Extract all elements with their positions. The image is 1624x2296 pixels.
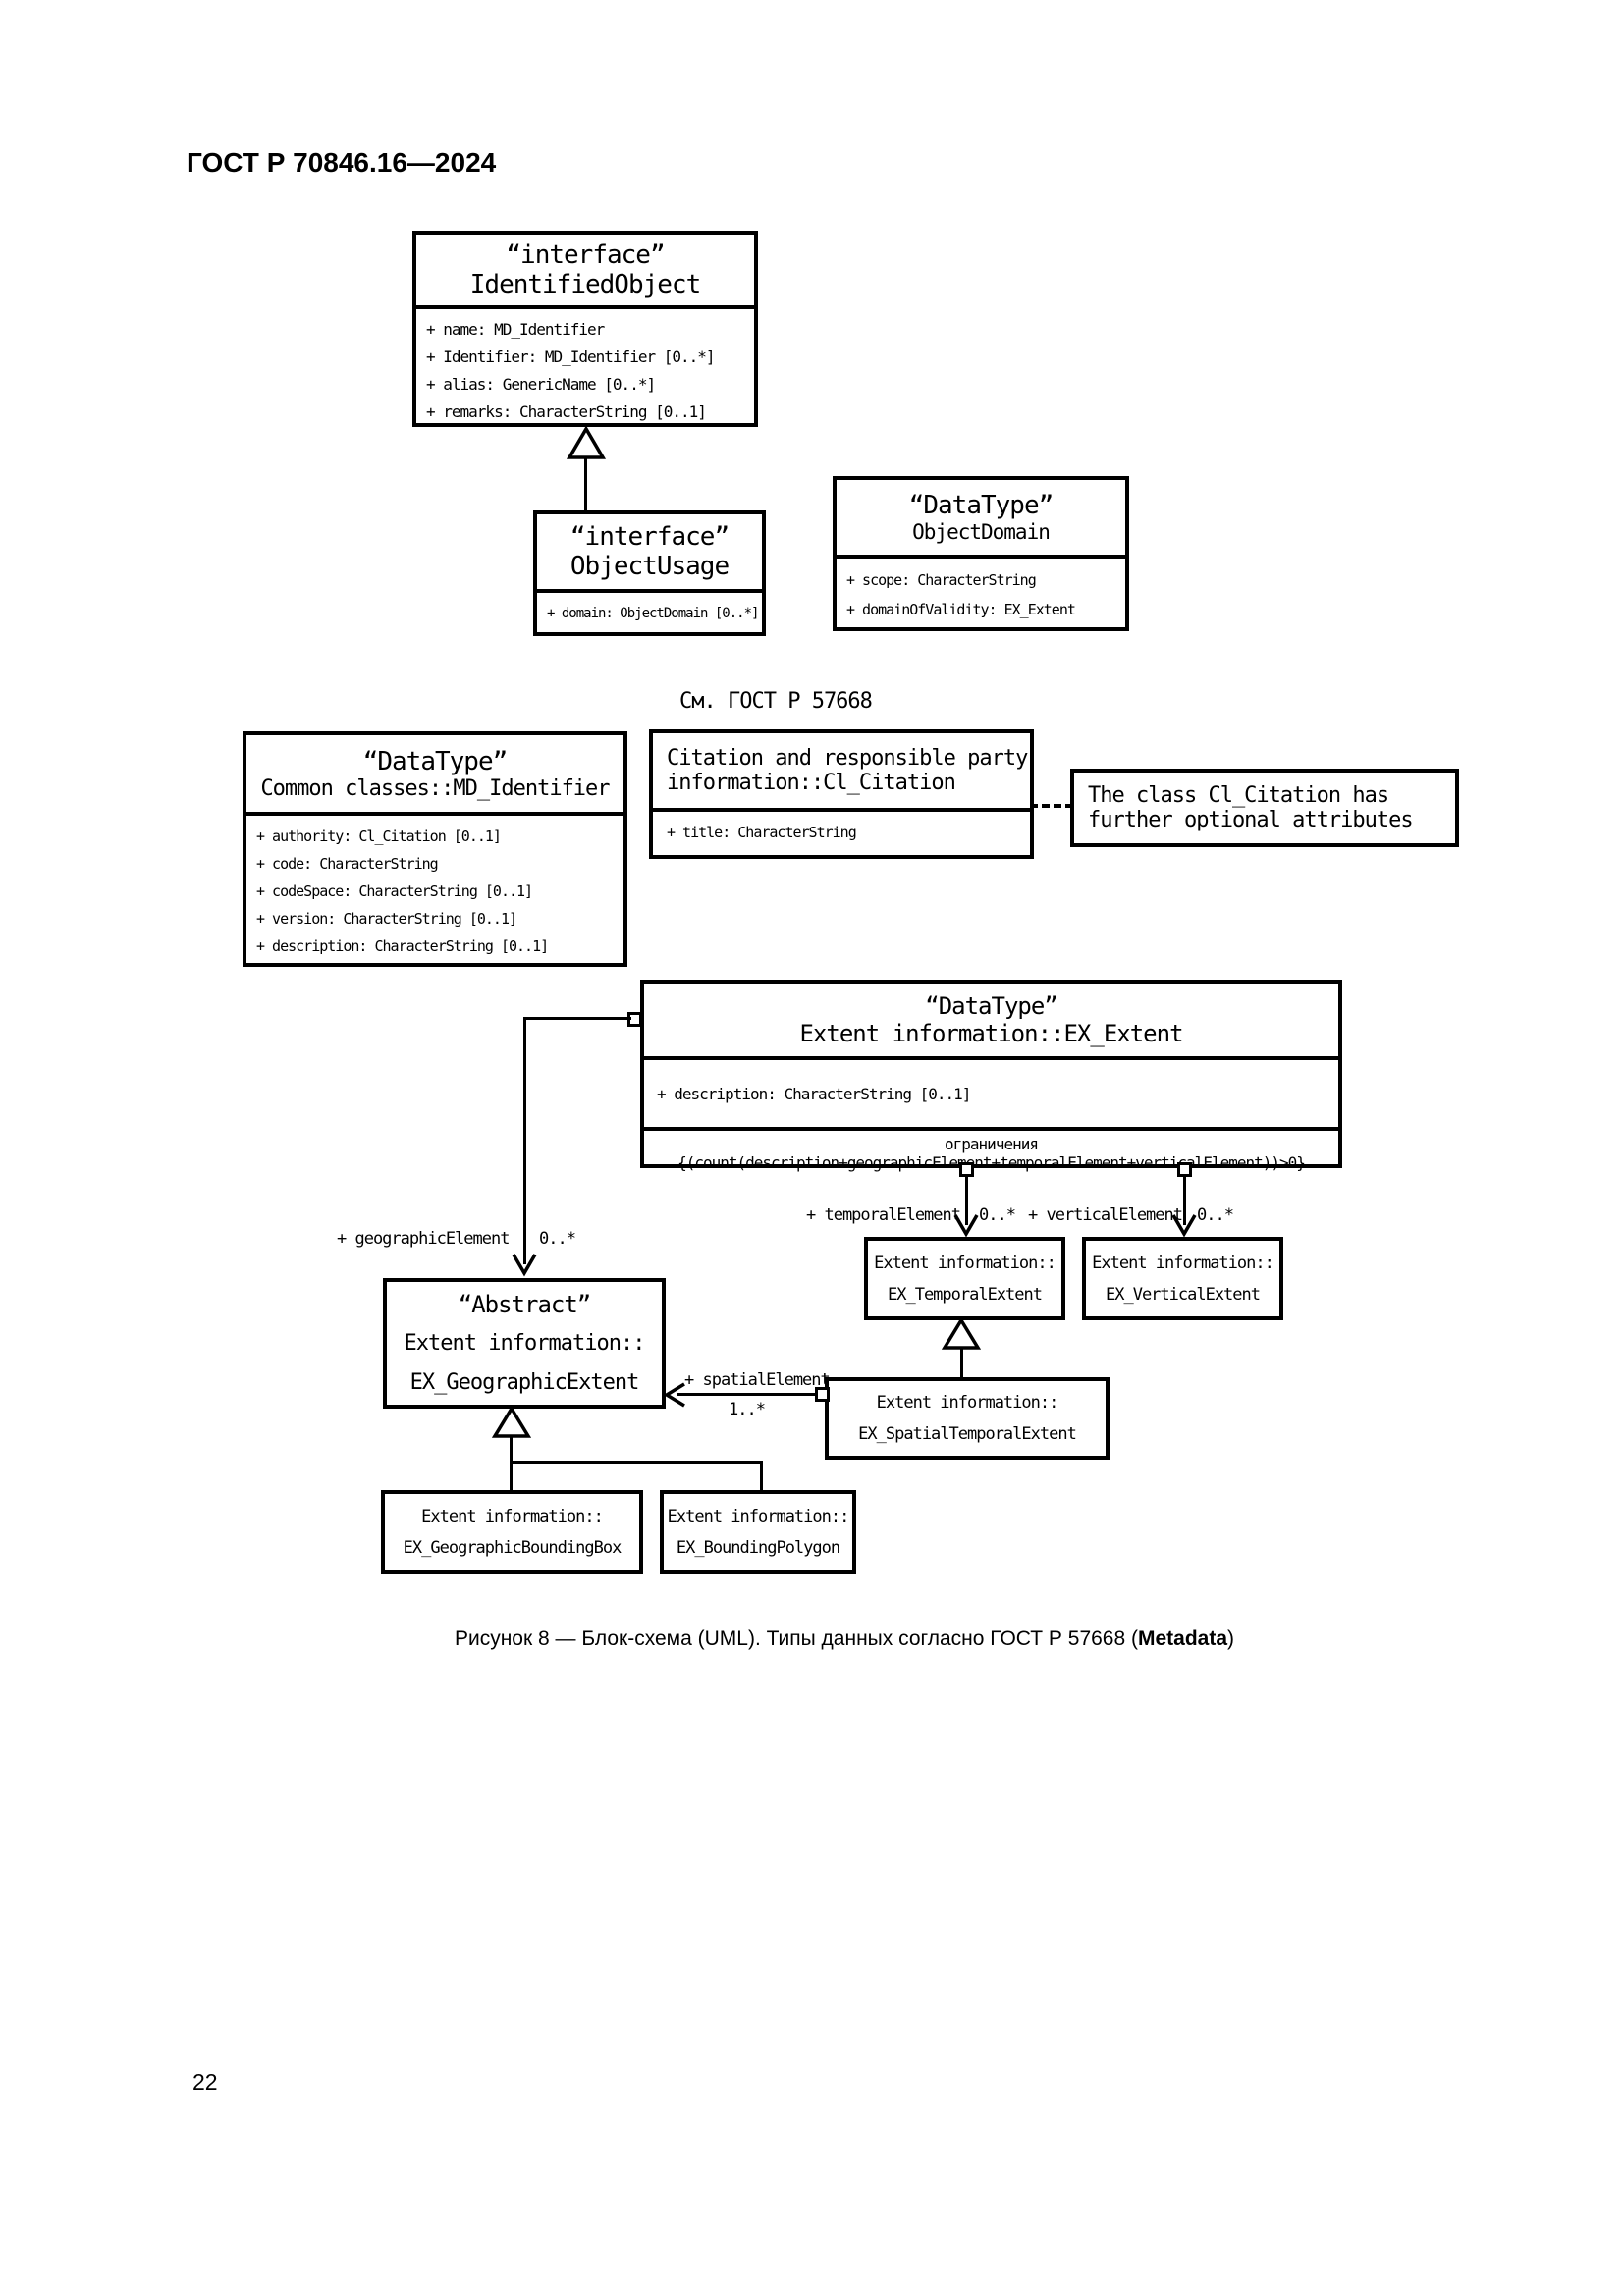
- class-attribute: + Identifier: MD_Identifier [0..*]: [426, 347, 716, 366]
- uml-class-exboundingpolygon: Extent information:: EX_BoundingPolygon: [660, 1490, 856, 1574]
- generalization-arrow: [491, 1405, 532, 1438]
- class-name-line2: EX_GeographicBoundingBox: [403, 1537, 623, 1558]
- class-attribute: + name: MD_Identifier: [426, 320, 605, 339]
- generalization-line: [510, 1461, 763, 1464]
- class-attribute: + domainOfValidity: EX_Extent: [846, 601, 1076, 618]
- class-name-line2: EX_BoundingPolygon: [676, 1537, 840, 1558]
- generalization-arrow: [566, 425, 607, 459]
- association-label: + spatialElement: [684, 1370, 831, 1390]
- class-stereotype: “interface”: [569, 522, 730, 552]
- note-line2: further optional attributes: [1088, 808, 1414, 832]
- class-stereotype: “DataType”: [925, 992, 1057, 1020]
- generalization-arrow: [941, 1316, 982, 1350]
- class-attribute: + description: CharacterString [0..1]: [256, 937, 549, 955]
- page-number: 22: [192, 2069, 218, 2095]
- class-name-line2: EX_SpatialTemporalExtent: [858, 1424, 1077, 1444]
- figure-caption-text: ): [1227, 1628, 1235, 1650]
- class-name-line1: Extent information::: [421, 1506, 604, 1526]
- association-line-vertical: [1183, 1176, 1186, 1225]
- association-line-geographic: [523, 1017, 526, 1264]
- note-dashed-connector: [1030, 804, 1073, 808]
- class-stereotype: “DataType”: [362, 746, 509, 776]
- note-line1: The class Cl_Citation has: [1088, 783, 1389, 808]
- uml-class-exgeographicboundingbox: Extent information:: EX_GeographicBoundi…: [381, 1490, 643, 1574]
- multiplicity-label: 0..*: [979, 1205, 1016, 1225]
- figure-caption-bold: Metadata: [1138, 1628, 1228, 1650]
- association-line-temporal: [965, 1176, 968, 1225]
- association-line-geographic: [523, 1017, 631, 1020]
- class-name-line1: Extent information::: [404, 1330, 646, 1356]
- arrowhead-down-icon: [512, 1254, 537, 1277]
- arrowhead-down-icon: [1171, 1214, 1197, 1238]
- class-name-line2: EX_TemporalExtent: [888, 1284, 1043, 1305]
- uml-class-mdidentifier: “DataType” Common classes::MD_Identifier…: [243, 731, 627, 967]
- page-header: ГОСТ Р 70846.16—2024: [187, 147, 497, 178]
- aggregation-square-vertical: [1177, 1162, 1192, 1177]
- association-line-spatial: [677, 1393, 817, 1396]
- multiplicity-label: 0..*: [539, 1229, 576, 1249]
- association-label: + verticalElement: [1028, 1205, 1183, 1225]
- association-label: + geographicElement: [337, 1229, 510, 1249]
- class-name-line1: Extent information::: [1092, 1253, 1274, 1273]
- class-stereotype: “Abstract”: [458, 1290, 591, 1318]
- uml-note-box: The class Cl_Citation has further option…: [1070, 769, 1459, 847]
- class-name-line2: information::Cl_Citation: [667, 771, 956, 795]
- class-name: ObjectDomain: [912, 520, 1051, 544]
- arrowhead-left-icon: [663, 1382, 685, 1408]
- class-attribute: + title: CharacterString: [667, 824, 857, 841]
- uml-class-exspatialtemporalextent: Extent information:: EX_SpatialTemporalE…: [825, 1377, 1110, 1460]
- class-attribute: + description: CharacterString [0..1]: [657, 1084, 971, 1103]
- aggregation-square-temporal: [959, 1162, 974, 1177]
- multiplicity-label: 1..*: [729, 1400, 766, 1419]
- uml-class-exverticalextent: Extent information:: EX_VerticalExtent: [1082, 1237, 1283, 1320]
- class-attribute: + remarks: CharacterString [0..1]: [426, 402, 707, 421]
- class-name-line1: Extent information::: [874, 1253, 1056, 1273]
- generalization-line: [510, 1437, 513, 1490]
- uml-class-extemporalextent: Extent information:: EX_TemporalExtent: [864, 1237, 1065, 1320]
- class-attribute: + scope: CharacterString: [846, 571, 1037, 589]
- uml-class-objectdomain: “DataType” ObjectDomain + scope: Charact…: [833, 476, 1129, 631]
- class-attribute: + version: CharacterString [0..1]: [256, 910, 517, 928]
- class-name-line2: EX_GeographicExtent: [409, 1369, 640, 1395]
- class-attribute: + alias: GenericName [0..*]: [426, 375, 656, 394]
- uml-class-identifiedobject: “interface” IdentifiedObject + name: MD_…: [412, 231, 758, 427]
- uml-class-objectusage: “interface” ObjectUsage + domain: Object…: [533, 510, 766, 636]
- figure-caption-text: Рисунок 8 — Блок-схема (UML). Типы данны…: [454, 1628, 1138, 1650]
- uml-class-exextent: “DataType” Extent information::EX_Extent…: [640, 980, 1342, 1172]
- generalization-line: [760, 1461, 763, 1490]
- figure-caption: Рисунок 8 — Блок-схема (UML). Типы данны…: [196, 1628, 1492, 1651]
- class-attribute: + authority: Cl_Citation [0..1]: [256, 828, 502, 845]
- see-gost-note: См. ГОСТ Р 57668: [679, 689, 873, 714]
- class-name: Extent information::EX_Extent: [799, 1020, 1183, 1047]
- class-attribute: + code: CharacterString: [256, 855, 439, 873]
- class-name: IdentifiedObject: [469, 270, 701, 299]
- uml-class-exgeographicextent: “Abstract” Extent information:: EX_Geogr…: [383, 1278, 666, 1409]
- class-name: Common classes::MD_Identifier: [260, 775, 610, 801]
- class-attribute: + codeSpace: CharacterString [0..1]: [256, 882, 533, 900]
- constraint-title: ограничения: [945, 1135, 1039, 1153]
- class-stereotype: “interface”: [506, 240, 665, 270]
- class-name-line1: Extent information::: [667, 1506, 850, 1526]
- class-stereotype: “DataType”: [908, 491, 1055, 520]
- constraint-expression: {(count(description+geographicElement+te…: [677, 1153, 1306, 1172]
- class-name-line2: EX_VerticalExtent: [1106, 1284, 1261, 1305]
- association-label: + temporalElement: [806, 1205, 961, 1225]
- class-attribute: + domain: ObjectDomain [0..*]: [547, 606, 759, 621]
- class-name-line1: Citation and responsible party: [667, 746, 1028, 771]
- uml-class-cicitation: Citation and responsible party informati…: [649, 729, 1034, 859]
- arrowhead-down-icon: [953, 1214, 979, 1238]
- class-name: ObjectUsage: [569, 552, 730, 581]
- multiplicity-label: 0..*: [1197, 1205, 1234, 1225]
- class-name-line1: Extent information::: [876, 1393, 1059, 1413]
- generalization-line: [960, 1349, 963, 1377]
- generalization-line: [584, 457, 587, 512]
